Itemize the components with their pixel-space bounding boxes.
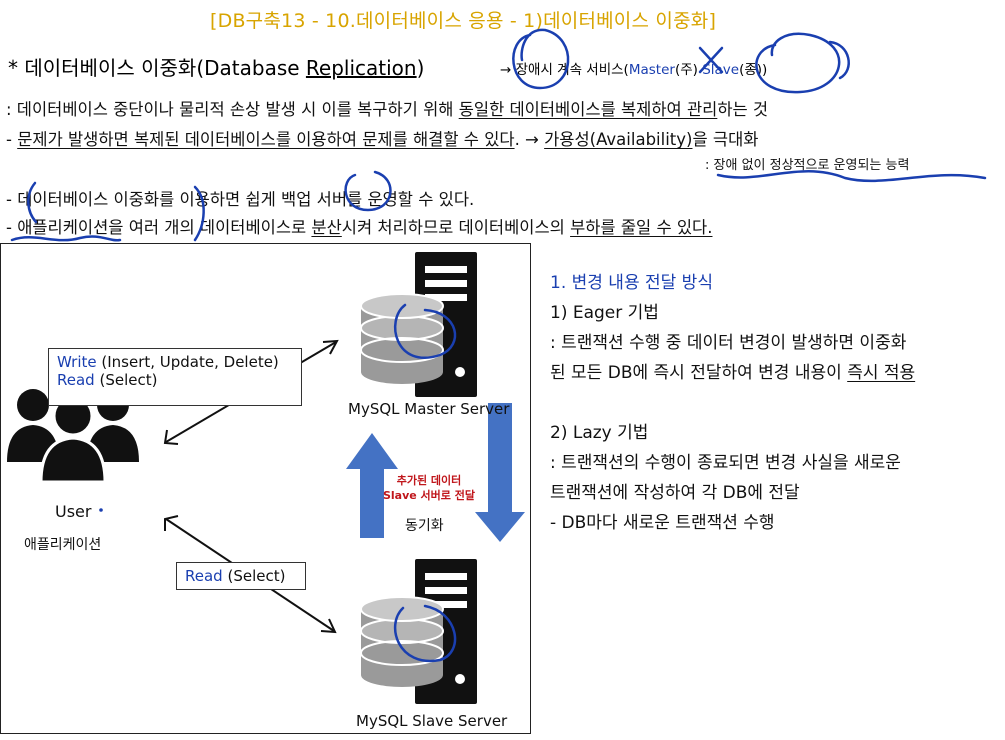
line4-a: - 애플리케이션을 여러 개의 데이터베이스로 bbox=[6, 218, 312, 237]
line2-c: . → bbox=[514, 130, 545, 149]
read-only-label: Read (Select) bbox=[176, 562, 306, 590]
line4-b: 분산 bbox=[311, 218, 342, 237]
lazy-title: 2) Lazy 기법 bbox=[550, 423, 649, 443]
availability-note: : 장애 없이 정상적으로 운영되는 능력 bbox=[705, 158, 910, 173]
line2-d: 가용성(Availability) bbox=[544, 130, 693, 149]
eager-desc-2b: 즉시 적용 bbox=[847, 363, 916, 383]
line4-d: 부하를 줄일 수 있다. bbox=[570, 218, 713, 237]
slave-word: Slave bbox=[702, 62, 740, 78]
definition-line: : 데이터베이스 중단이나 물리적 손상 발생 시 이를 복구하기 위해 동일한… bbox=[6, 96, 768, 120]
failover-note: → 장애시 계속 서비스(Master(주) Slave(종)) bbox=[500, 58, 767, 78]
master-server-label: MySQL Master Server bbox=[348, 400, 510, 418]
lazy-desc-3: - DB마다 새로운 트랜잭션 수행 bbox=[550, 513, 775, 533]
line1-a: : 데이터베이스 중단이나 물리적 손상 발생 시 이를 복구하기 위해 bbox=[6, 100, 459, 119]
read-ops: (Select) bbox=[94, 371, 158, 389]
read2-word: Read bbox=[185, 567, 223, 585]
lazy-desc-1: : 트랜잭션의 수행이 종료되면 변경 사실을 새로운 bbox=[550, 453, 901, 473]
pen-arc bbox=[828, 40, 850, 80]
write-word: Write bbox=[57, 353, 97, 371]
heading-star: * bbox=[8, 56, 25, 80]
user-label: User bbox=[55, 502, 92, 521]
master-mid: (주) bbox=[674, 62, 703, 78]
slave-end: (종)) bbox=[739, 62, 768, 78]
red-note-2: Slave 서버로 전달 bbox=[382, 489, 475, 502]
line2-a: - bbox=[6, 130, 18, 149]
propagation-methods: 1. 변경 내용 전달 방식 1) Eager 기법 : 트랜잭션 수행 중 데… bbox=[550, 268, 915, 538]
line1-c: 하는 것 bbox=[717, 100, 769, 119]
slave-server-icon bbox=[360, 559, 477, 704]
line4-c: 시켜 처리하므로 데이터베이스의 bbox=[341, 218, 571, 237]
load-line: - 애플리케이션을 여러 개의 데이터베이스로 분산시켜 처리하므로 데이터베이… bbox=[6, 214, 712, 238]
line2-e: 을 극대화 bbox=[692, 130, 759, 149]
spacer bbox=[550, 388, 915, 418]
heading-text: 데이터베이스 이중화(Database bbox=[24, 56, 306, 80]
lazy-desc-2: 트랜잭션에 작성하여 각 DB에 전달 bbox=[550, 483, 800, 503]
section-heading: * 데이터베이스 이중화(Database Replication) bbox=[8, 52, 424, 81]
red-note-1: 추가된 데이터 bbox=[396, 474, 462, 487]
eager-desc-2a: 된 모든 DB에 즉시 전달하여 변경 내용이 bbox=[550, 363, 848, 383]
eager-title: 1) Eager 기법 bbox=[550, 303, 659, 323]
write-ops: (Insert, Update, Delete) bbox=[96, 353, 279, 371]
line1-b: 동일한 데이터베이스를 복제하여 관리 bbox=[458, 100, 718, 119]
read2-ops: (Select) bbox=[222, 567, 286, 585]
heading-close: ) bbox=[416, 56, 425, 80]
arrow-symbol: → bbox=[500, 62, 512, 78]
failover-text: 장애시 계속 서비스( bbox=[515, 62, 629, 78]
master-server-icon bbox=[360, 252, 477, 397]
application-label: 애플리케이션 bbox=[24, 537, 102, 553]
eager-desc-1: : 트랜잭션 수행 중 데이터 변경이 발생하면 이중화 bbox=[550, 333, 907, 353]
master-word: Master bbox=[628, 62, 675, 78]
pen-circle-2 bbox=[755, 32, 841, 94]
sync-arrows bbox=[346, 403, 525, 542]
backup-line: - 데이터베이스 이중화를 이용하면 쉽게 백업 서버를 운영할 수 있다. bbox=[6, 190, 475, 209]
benefit-line: - 문제가 발생하면 복제된 데이터베이스를 이용하여 문제를 해결할 수 있다… bbox=[6, 126, 758, 150]
eager-desc-2: 된 모든 DB에 즉시 전달하여 변경 내용이 즉시 적용 bbox=[550, 358, 915, 388]
replication-diagram: Write (Insert, Update, Delete) Read (Sel… bbox=[0, 243, 531, 734]
heading-replication: Replication bbox=[305, 56, 417, 80]
write-read-label: Write (Insert, Update, Delete) Read (Sel… bbox=[48, 348, 302, 406]
replication-note: 추가된 데이터 Slave 서버로 전달 bbox=[374, 473, 484, 503]
read-word: Read bbox=[57, 371, 95, 389]
methods-heading: 1. 변경 내용 전달 방식 bbox=[550, 273, 713, 293]
sync-label: 동기화 bbox=[405, 518, 444, 534]
slave-server-label: MySQL Slave Server bbox=[356, 712, 508, 730]
line2-b: 문제가 발생하면 복제된 데이터베이스를 이용하여 문제를 해결할 수 있다 bbox=[17, 130, 515, 149]
page-title: [DB구축13 - 10.데이터베이스 응용 - 1)데이터베이스 이중화] bbox=[210, 10, 717, 32]
